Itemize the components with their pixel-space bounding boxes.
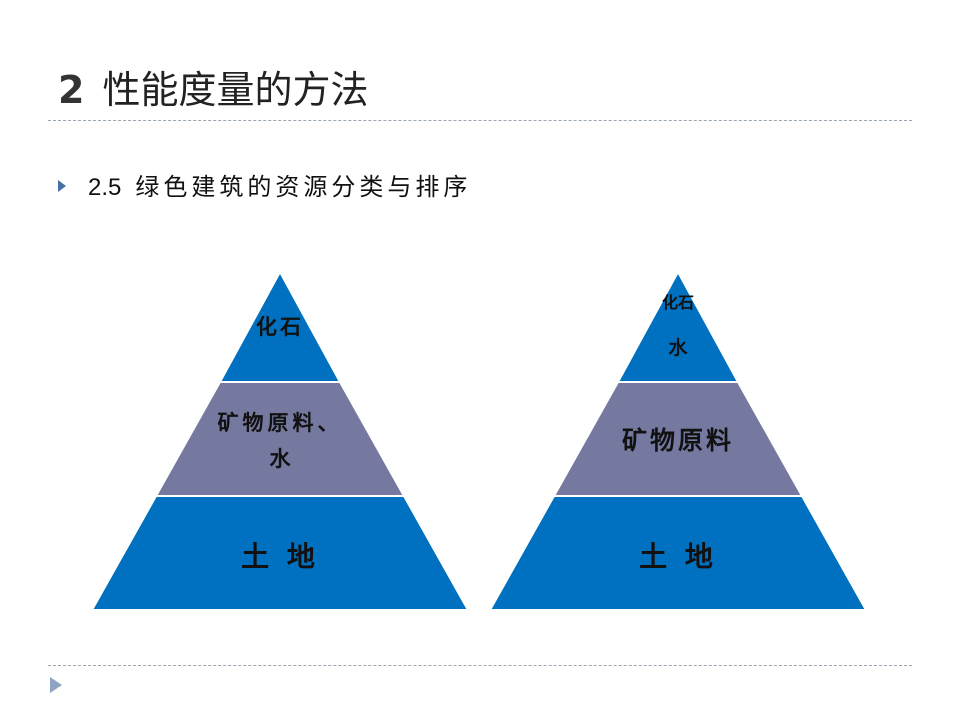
right-middle-label: 矿物原料: [622, 426, 734, 455]
footer-divider: [48, 665, 912, 666]
bullet-arrow-icon: [58, 180, 66, 192]
right-top-label-line1: 化石: [662, 293, 694, 312]
slide-title: 2 性能度量的方法: [58, 62, 368, 118]
left-pyramid: 化石 矿物原料、 水 土 地: [90, 269, 470, 611]
left-pyramid-middle-tier: [154, 381, 406, 497]
left-pyramid-bottom-tier: [90, 495, 470, 611]
bullet-item: 2.5 绿色建筑的资源分类与排序: [58, 170, 471, 204]
bullet-text: 绿色建筑的资源分类与排序: [135, 173, 472, 201]
left-middle-label-line1: 矿物原料、: [218, 411, 343, 435]
right-pyramid-top-tier: [616, 269, 740, 383]
right-bottom-label: 土 地: [639, 540, 717, 573]
slide-title-text: 性能度量的方法: [102, 68, 369, 112]
left-middle-label-line2: 水: [270, 447, 292, 471]
right-pyramid: 化石 水 矿物原料 土 地: [488, 269, 868, 611]
bullet-number: 2.5: [88, 174, 122, 201]
right-top-label-line2: 水: [668, 337, 688, 359]
title-divider: [48, 120, 912, 121]
right-pyramid-bottom-tier: [488, 495, 868, 611]
slide-title-number: 2: [58, 68, 85, 112]
footer-arrow-icon: [50, 677, 62, 693]
left-bottom-label: 土 地: [241, 540, 319, 573]
left-top-label: 化石: [256, 315, 304, 339]
